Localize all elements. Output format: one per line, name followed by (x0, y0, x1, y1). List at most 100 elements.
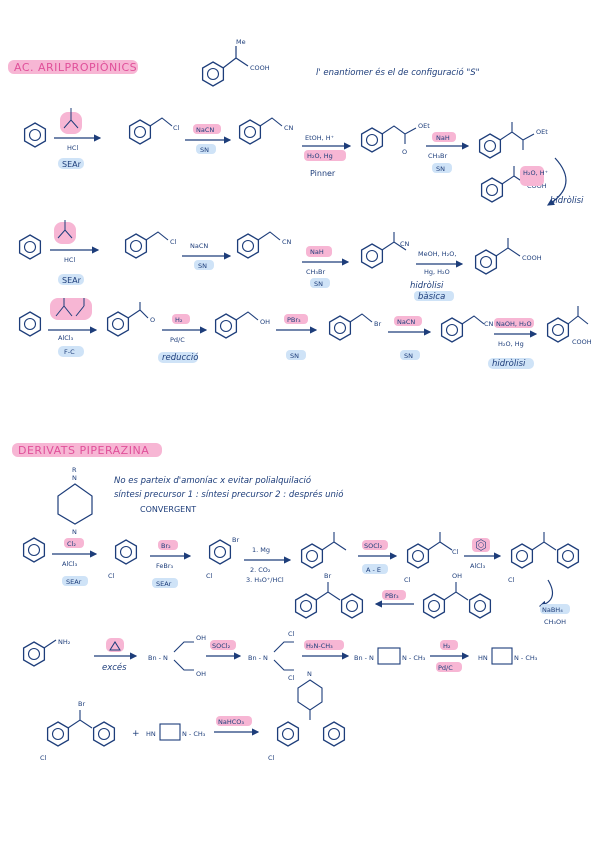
svg-text:H₂: H₂ (175, 316, 183, 324)
svg-text:N: N (72, 528, 77, 536)
benzene-ring-icon (238, 119, 262, 145)
benzene-ring-icon (294, 593, 318, 619)
svg-text:hidròlisi: hidròlisi (410, 280, 444, 291)
benzene-ring-icon (22, 641, 46, 667)
svg-text:SOCl₂: SOCl₂ (364, 542, 383, 550)
svg-text:CH₃Br: CH₃Br (428, 152, 447, 160)
svg-text:Cl: Cl (40, 754, 47, 762)
svg-text:R: R (72, 466, 77, 474)
svg-text:OEt: OEt (536, 128, 548, 136)
svg-text:SN: SN (200, 146, 209, 154)
svg-text:Cl: Cl (170, 238, 177, 246)
enantiomer-note: l' enantiomer és el de configuració "S" (316, 67, 480, 78)
benzene-ring-icon (474, 249, 498, 275)
svg-text:N: N (307, 670, 312, 678)
svg-text:N - CH₃: N - CH₃ (514, 654, 538, 662)
benzene-ring-icon (236, 233, 260, 259)
svg-text:SEAr: SEAr (62, 276, 82, 285)
svg-text:hidròlisi: hidròlisi (492, 358, 526, 369)
svg-text:MeOH, H₂O,: MeOH, H₂O, (418, 250, 456, 258)
svg-text:PBr₃: PBr₃ (385, 592, 399, 600)
benzene-ring-icon (468, 593, 492, 619)
benzene-ring-icon (422, 593, 446, 619)
svg-text:Cl: Cl (288, 630, 295, 638)
benzene-ring-icon (18, 234, 42, 260)
svg-text:HN: HN (478, 654, 488, 662)
svg-text:Bn - N: Bn - N (248, 654, 268, 662)
svg-text:AlCl₃: AlCl₃ (62, 560, 78, 568)
svg-text:A - E: A - E (366, 566, 381, 574)
svg-text:OH: OH (196, 670, 206, 678)
svg-text:CN: CN (484, 320, 494, 328)
svg-text:NaHCO₃: NaHCO₃ (218, 718, 244, 726)
svg-text:NaBH₄: NaBH₄ (542, 606, 563, 614)
svg-text:SEAr: SEAr (66, 578, 82, 586)
benzene-ring-icon (208, 539, 232, 565)
svg-text:OH: OH (260, 318, 270, 326)
svg-text:SOCl₂: SOCl₂ (212, 642, 231, 650)
svg-text:+: + (132, 729, 140, 739)
svg-text:N: N (72, 474, 77, 482)
svg-text:F-C: F-C (64, 348, 75, 356)
svg-text:SN: SN (404, 352, 413, 360)
svg-text:Bn - N: Bn - N (148, 654, 168, 662)
svg-text:Br: Br (78, 700, 85, 708)
svg-text:HCl: HCl (64, 256, 75, 264)
svg-text:N - CH₃: N - CH₃ (402, 654, 426, 662)
svg-text:Cl: Cl (108, 572, 115, 580)
svg-text:NaH: NaH (436, 134, 450, 142)
svg-text:2. CO₂: 2. CO₂ (250, 566, 271, 574)
svg-text:Cl: Cl (508, 576, 515, 584)
benzene-ring-icon (546, 317, 570, 343)
svg-text:reducció: reducció (162, 352, 198, 363)
svg-text:EtOH, H⁺: EtOH, H⁺ (305, 134, 334, 142)
svg-text:NH₂: NH₂ (58, 638, 71, 646)
svg-text:PBr₃: PBr₃ (287, 316, 301, 324)
benzene-ring-icon (360, 127, 384, 153)
svg-text:O: O (402, 148, 407, 156)
benzene-ring-icon (340, 593, 364, 619)
benzene-ring-icon (46, 721, 70, 747)
svg-text:NaCN: NaCN (196, 126, 214, 134)
benzene-ring-icon (114, 539, 138, 565)
svg-text:Bn - N: Bn - N (354, 654, 374, 662)
svg-text:Br₂: Br₂ (161, 542, 171, 550)
svg-text:AlCl₃: AlCl₃ (470, 562, 486, 570)
benzene-ring-icon (480, 177, 504, 203)
benzene-ring-icon (360, 243, 384, 269)
benzene-ring-icon (128, 119, 152, 145)
svg-text:hidròlisi: hidròlisi (550, 195, 584, 206)
svg-text:Cl: Cl (452, 548, 459, 556)
svg-text:SN: SN (290, 352, 299, 360)
svg-text:FeBr₃: FeBr₃ (156, 562, 174, 570)
svg-text:HN: HN (146, 730, 156, 738)
section-title-piperazina: DERIVATS PIPERAZINA (18, 444, 149, 457)
svg-text:AlCl₃: AlCl₃ (58, 334, 74, 342)
svg-text:1. Mg: 1. Mg (252, 546, 270, 554)
svg-text:HCl: HCl (67, 144, 78, 152)
svg-text:H₂: H₂ (443, 642, 451, 650)
svg-text:SEAr: SEAr (62, 160, 82, 169)
svg-text:Pd/C: Pd/C (170, 336, 185, 344)
svg-text:Br: Br (374, 320, 381, 328)
benzene-ring-icon (214, 313, 238, 339)
svg-text:Cl: Cl (288, 674, 295, 682)
svg-text:CN: CN (284, 124, 294, 132)
benzene-ring-icon (18, 311, 42, 337)
svg-text:Cl: Cl (173, 124, 180, 132)
svg-text:CH₃Br: CH₃Br (306, 268, 325, 276)
svg-text:Br: Br (324, 572, 331, 580)
svg-text:CN: CN (400, 240, 410, 248)
note-no-ammonia: No es parteix d'amoníac x evitar polialq… (114, 475, 311, 486)
svg-text:Me: Me (236, 38, 246, 46)
benzene-ring-icon (440, 317, 464, 343)
svg-text:O: O (150, 316, 155, 324)
benzene-ring-icon (406, 543, 430, 569)
benzene-ring-icon (92, 721, 116, 747)
benzene-ring-icon (124, 233, 148, 259)
svg-text:Br: Br (232, 536, 239, 544)
svg-text:NaCN: NaCN (397, 318, 415, 326)
note-convergent-synthesis: síntesi precursor 1 : síntesi precursor … (114, 489, 343, 500)
svg-text:Pd/C: Pd/C (438, 664, 453, 672)
